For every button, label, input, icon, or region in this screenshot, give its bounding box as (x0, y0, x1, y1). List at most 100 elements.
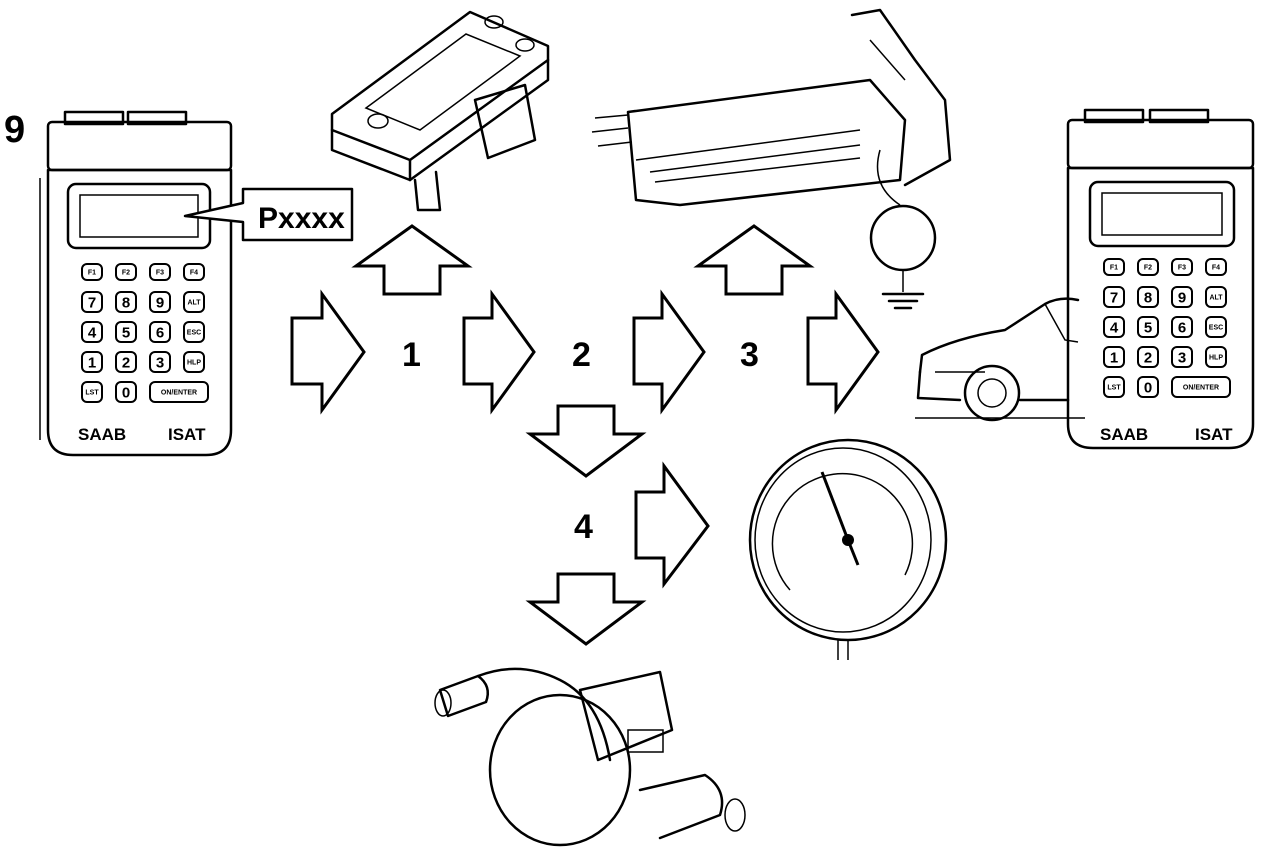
tester-key (115, 263, 137, 281)
tester-key-label: 2 (122, 354, 130, 371)
tester-key (183, 263, 205, 281)
tester-key (149, 381, 209, 403)
tester-key-label: 5 (1144, 319, 1152, 336)
code-display: Pxxxx (258, 202, 345, 235)
tester-key (149, 351, 171, 373)
tester-key-label: 9 (156, 294, 164, 311)
tester-key-label: F2 (122, 270, 130, 277)
pressure-gauge-icon (748, 438, 948, 660)
tester-key (1103, 376, 1125, 398)
tester-key-label: 3 (1178, 349, 1186, 366)
tester-key-label: 7 (1110, 289, 1118, 306)
tester-key-label: 8 (1144, 289, 1152, 306)
tester-key-label: ALT (1209, 295, 1223, 302)
tester-key (149, 321, 171, 343)
tester-key-label: ESC (1209, 325, 1223, 332)
tester-key (1205, 286, 1227, 308)
step-number-1: 1 (402, 336, 421, 374)
step-number-4: 4 (574, 508, 593, 546)
tester-key-label: 4 (1110, 319, 1119, 336)
tester-key-label: 0 (1144, 379, 1152, 396)
figure-number: 9 (4, 109, 25, 151)
tester-model-label: ISAT (168, 425, 206, 444)
tester-key-label: 1 (88, 354, 96, 371)
down-arrow-valve (525, 572, 647, 646)
tester-key-label: 9 (1178, 289, 1186, 306)
tester-key (1103, 346, 1125, 368)
code-callout-box (183, 187, 354, 242)
tester-key-label: F3 (156, 270, 164, 277)
tester-key-label: 3 (156, 354, 164, 371)
tester-key-label: ON/ENTER (161, 390, 197, 397)
tester-key (1171, 346, 1193, 368)
up-arrow-1 (351, 224, 473, 296)
tester-key-label: F4 (1212, 265, 1220, 272)
tester-key-label: 8 (122, 294, 130, 311)
tester-key-label: F1 (88, 270, 96, 277)
tester-model-label: ISAT (1195, 425, 1233, 444)
ecu-connector-icon (591, 8, 952, 207)
tester-key-label: 4 (88, 324, 97, 341)
tester-key (1137, 376, 1159, 398)
tester-key (81, 381, 103, 403)
tester-key (183, 351, 205, 373)
tester-key (1205, 258, 1227, 276)
tester-key (1171, 258, 1193, 276)
up-arrow-3 (693, 224, 815, 296)
map-sensor-icon (330, 10, 550, 212)
tester-key-label: HLP (187, 360, 201, 367)
tester-key (183, 321, 205, 343)
tester-key (1205, 316, 1227, 338)
tester-key (115, 291, 137, 313)
tester-key (1205, 346, 1227, 368)
tester-key (149, 263, 171, 281)
tester-key (1171, 316, 1193, 338)
down-arrow-4 (525, 404, 647, 478)
tester-key (81, 291, 103, 313)
right-arrow-gauge (634, 461, 710, 589)
tester-key (81, 263, 103, 281)
tester-key (81, 351, 103, 373)
tester-key-label: 2 (1144, 349, 1152, 366)
tester-key-label: 7 (88, 294, 96, 311)
tester-key (1137, 316, 1159, 338)
tester-key-label: 6 (1178, 319, 1186, 336)
tester-key-label: F1 (1110, 265, 1118, 272)
right-arrow-c (632, 289, 706, 415)
tester-key-label: F3 (1178, 265, 1186, 272)
tester-key (1137, 258, 1159, 276)
tester-key (115, 321, 137, 343)
ground-symbol-icon (869, 204, 937, 310)
tester-key (183, 291, 205, 313)
tester-key (115, 351, 137, 373)
tester-key (115, 381, 137, 403)
tester-key-label: ON/ENTER (1183, 385, 1219, 392)
tester-key (1103, 286, 1125, 308)
tester-key (1137, 346, 1159, 368)
tester-key (1103, 316, 1125, 338)
tester-key (1137, 286, 1159, 308)
tester-key-label: F2 (1144, 265, 1152, 272)
tester-key-label: ALT (187, 300, 201, 307)
purge-valve-icon (434, 667, 746, 847)
tester-key-label: F4 (190, 270, 198, 277)
tester-brand-label: SAAB (78, 425, 126, 444)
step-number-2: 2 (572, 336, 591, 374)
tester-key-label: ESC (187, 330, 201, 337)
car-icon (915, 297, 1085, 422)
tester-key-label: HLP (1209, 355, 1223, 362)
right-arrow-d (806, 289, 880, 415)
tester-key (1171, 376, 1231, 398)
tester-key-label: 6 (156, 324, 164, 341)
right-arrow-b (462, 289, 536, 415)
tester-key (1171, 286, 1193, 308)
step-number-3: 3 (740, 336, 759, 374)
tester-key-label: LST (85, 390, 99, 397)
right-arrow-a (290, 289, 366, 415)
tester-key (1103, 258, 1125, 276)
tester-key-label: LST (1107, 385, 1121, 392)
